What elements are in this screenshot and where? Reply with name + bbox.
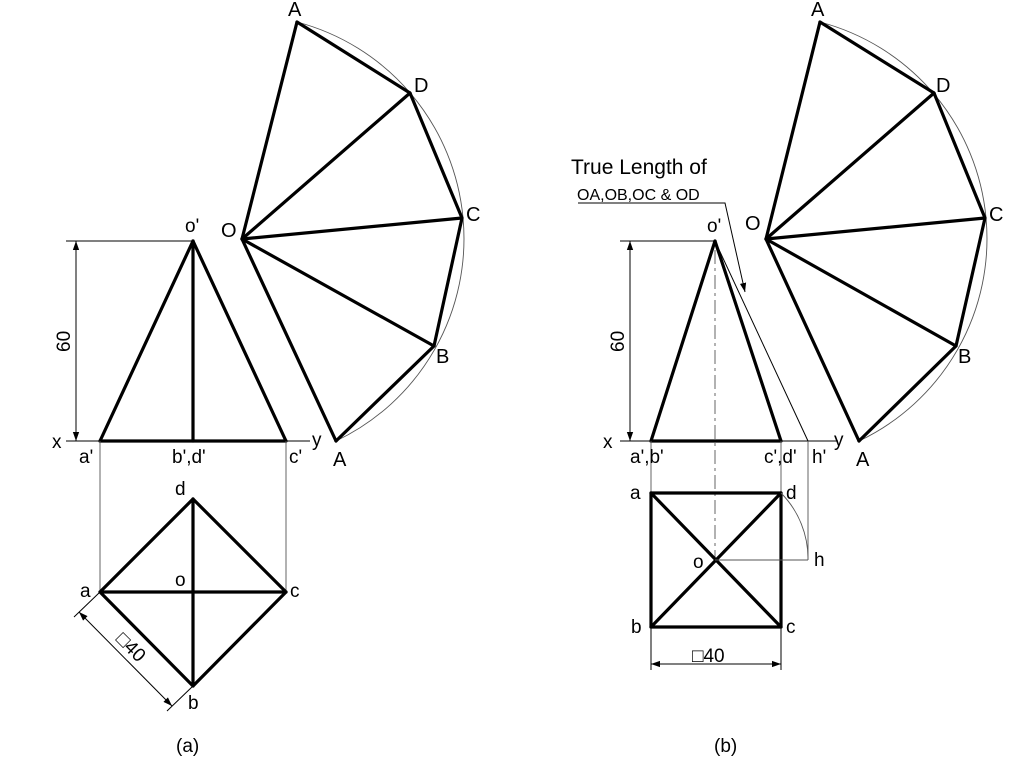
figure-b: True Length of OA,OB,OC & OD o' x y a',b… [571, 0, 1003, 757]
edge-oa-elevation [98, 239, 195, 443]
label-h: h [814, 550, 825, 571]
label-c: c [290, 581, 300, 602]
label-dev-O: O [745, 213, 761, 235]
label-d: d [786, 483, 797, 504]
label-dev-A-bottom: A [333, 449, 347, 471]
label-x: x [52, 432, 62, 453]
development-a [240, 20, 465, 443]
fold-line-OB [764, 237, 958, 348]
label-a: a [80, 581, 91, 602]
edge-oc-elevation [191, 239, 288, 443]
note-leader [578, 202, 747, 293]
label-cd-prime: c',d' [764, 447, 797, 468]
label-dev-D: D [414, 75, 428, 97]
revolution-arc-dh [780, 492, 809, 561]
label-side-dimension: □40 [692, 646, 725, 667]
true-length-line [714, 240, 809, 442]
fold-line-OC [764, 216, 987, 241]
label-dev-D: D [936, 75, 950, 97]
label-o: o [175, 570, 186, 591]
caption-a: (a) [176, 736, 199, 757]
label-y: y [312, 430, 322, 451]
note-true-length-line1: True Length of [571, 156, 707, 179]
label-c-prime: c' [289, 447, 302, 468]
note-true-length-line2: OA,OB,OC & OD [577, 187, 700, 204]
fold-line-OD [764, 91, 936, 241]
fold-line-OA-top [240, 20, 299, 241]
caption-b: (b) [714, 736, 737, 757]
label-o-prime: o' [707, 216, 721, 237]
side-extension-a [73, 591, 101, 618]
side-dimension-line [78, 611, 173, 707]
edge-oc-od-elevation [713, 239, 783, 443]
figure-a: o' x y a' b',d' c' 60 d a o c b □40 O A … [52, 0, 480, 757]
label-dev-C: C [466, 204, 480, 226]
fold-line-OA-bottom [764, 237, 861, 443]
label-b: b [188, 693, 199, 714]
fold-line-OC [240, 216, 464, 241]
development-b [764, 20, 988, 443]
label-o-prime: o' [185, 216, 199, 237]
label-dev-A-top: A [288, 0, 302, 21]
label-dev-B: B [436, 346, 449, 368]
label-h-prime: h' [812, 447, 826, 468]
label-height-dimension: 60 [608, 331, 629, 352]
top-view-b [649, 491, 809, 670]
label-dev-A-top: A [811, 0, 825, 21]
fold-line-OA-top [764, 20, 822, 241]
top-view-a [73, 497, 288, 712]
label-dev-A-bottom: A [856, 449, 870, 471]
label-a-prime: a' [79, 447, 93, 468]
label-dev-B: B [958, 346, 971, 368]
label-height-dimension: 60 [54, 331, 75, 352]
label-o: o [693, 552, 704, 573]
label-c: c [786, 617, 796, 638]
fold-line-OD [240, 91, 412, 241]
front-view-b [620, 239, 838, 560]
label-x: x [603, 432, 613, 453]
label-ab-prime: a',b' [630, 447, 664, 468]
side-extension-b [166, 685, 194, 712]
front-view-a [66, 239, 310, 592]
fold-line-OA-bottom [240, 237, 338, 443]
fold-line-OB [240, 237, 436, 348]
label-dev-O: O [221, 220, 237, 242]
label-bd-prime: b',d' [172, 447, 206, 468]
label-y: y [834, 430, 844, 451]
label-a: a [630, 483, 641, 504]
label-b: b [631, 617, 642, 638]
label-d: d [175, 479, 186, 500]
edge-oa-ob-elevation [649, 239, 717, 443]
label-dev-C: C [989, 204, 1003, 226]
